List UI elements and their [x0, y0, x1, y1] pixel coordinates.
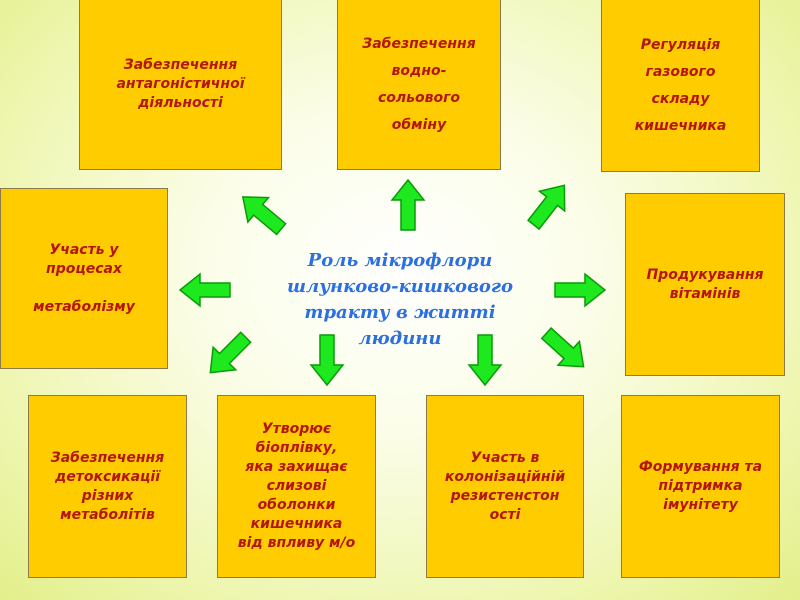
box-metabolism: Участь у процесах метаболізму — [0, 188, 168, 369]
center-title: Роль мікрофлори шлунково-кишкового тракт… — [286, 250, 514, 349]
arrow-up-left-icon — [231, 183, 293, 243]
box-gas: Регуляція газового складу кишечника — [601, 0, 760, 172]
arrow-down-left-icon — [198, 325, 258, 385]
box-immunity: Формування та підтримка імунітету — [621, 395, 780, 578]
arrow-right-icon — [554, 273, 606, 307]
box-colonization: Участь в колонізаційній резистенстон ост… — [426, 395, 584, 578]
box-vitamins: Продукування вітамінів — [625, 193, 785, 376]
arrow-down-right-icon — [534, 320, 596, 380]
box-antagonistic: Забезпечення антагоністичної діяльності — [79, 0, 282, 170]
box-detox: Забезпечення детоксикації різних метабол… — [28, 395, 187, 578]
arrow-up-right-icon — [520, 174, 578, 236]
box-biofilm: Утворює біоплівку, яка захищає слизові о… — [217, 395, 376, 578]
box-water-salt: Забезпечення водно- сольового обміну — [337, 0, 501, 170]
arrow-left-icon — [179, 273, 231, 307]
arrow-up-icon — [391, 179, 425, 231]
